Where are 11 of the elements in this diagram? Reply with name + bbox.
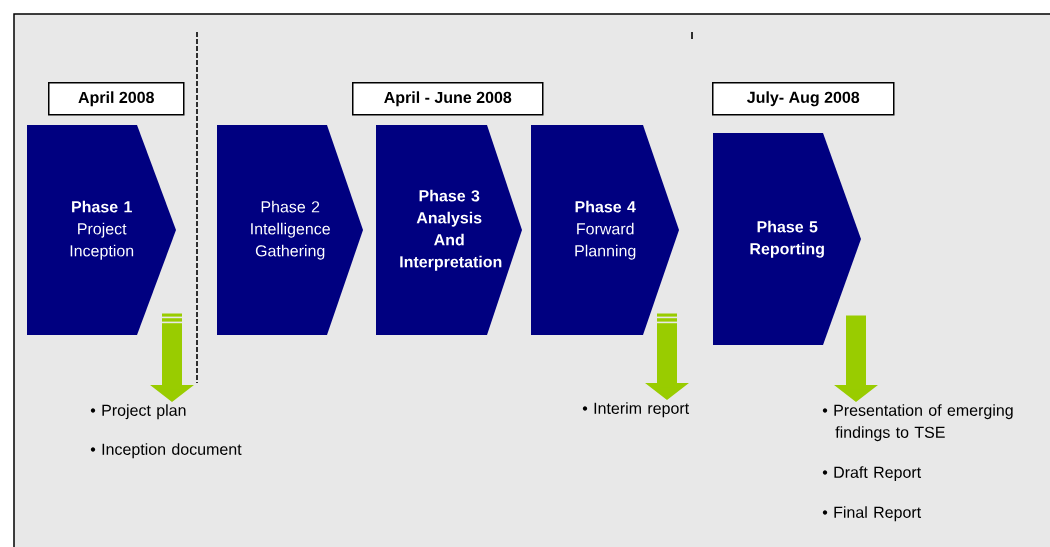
deliverable-list: • Presentation of emerging findings to TSE • Draft Report • Final Report bbox=[822, 404, 1013, 522]
phase-box: Phase 1 Project Inception bbox=[27, 125, 176, 335]
phase-box: Phase 2 Intelligence Gathering bbox=[217, 125, 363, 335]
phase-box: Phase 4 Forward Planning bbox=[531, 125, 679, 335]
date-box: April - June 2008 bbox=[352, 82, 544, 116]
deliverable-list: • Interim report bbox=[582, 402, 690, 418]
deliverable-list: • Project plan • Inception document bbox=[90, 404, 242, 459]
phase-box: Phase 3 Analysis And Interpretation bbox=[376, 125, 522, 335]
date-box: April 2008 bbox=[48, 82, 185, 116]
date-box: July- Aug 2008 bbox=[712, 82, 895, 116]
phase-box: Phase 5 Reporting bbox=[713, 133, 861, 345]
